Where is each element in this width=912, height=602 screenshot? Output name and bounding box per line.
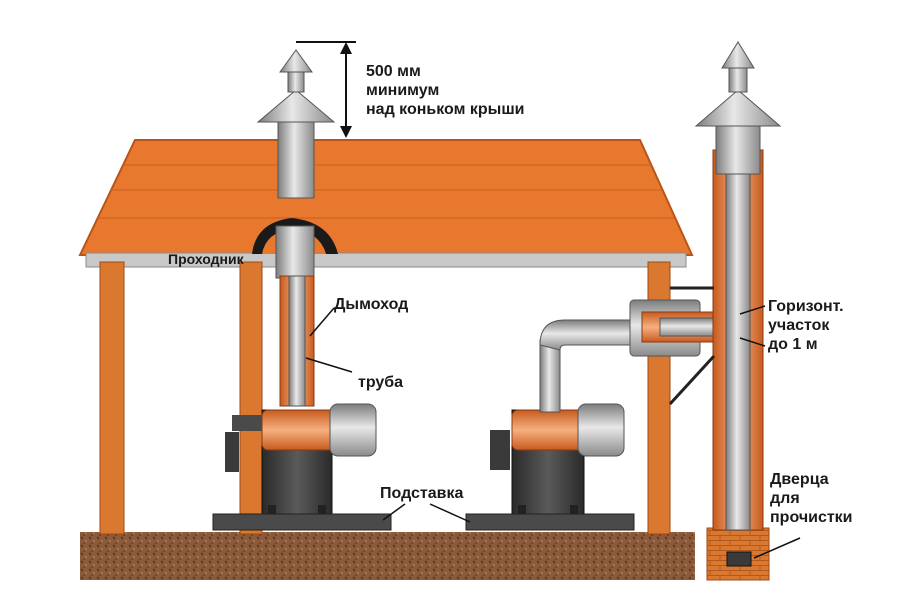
cleanout-door-label: Дверца для прочистки: [770, 470, 853, 527]
stand-leader-left: [382, 503, 406, 521]
cleanout-door: [726, 551, 752, 567]
leader-lines: [305, 305, 801, 559]
clearance-label-line3: над коньком крыши: [366, 101, 525, 118]
ground: [80, 532, 695, 580]
stand-right: [465, 513, 635, 531]
door-leader: [753, 537, 801, 559]
horizontal-leader-bottom: [739, 337, 766, 347]
left-stove: [225, 403, 377, 517]
clearance-label: 500 мм минимум над коньком крыши: [366, 62, 525, 119]
ceiling-beam: [85, 252, 687, 268]
door-label-line1: Дверца: [770, 471, 829, 488]
right-stove: [490, 403, 625, 517]
stand-left: [212, 513, 392, 531]
wall-brackets: [668, 286, 716, 406]
horizontal-label-line1: Горизонт.: [768, 298, 844, 315]
chimney-leader: [309, 307, 335, 337]
horizontal-label-line2: участок: [768, 317, 830, 334]
roof-passthrough: [252, 218, 338, 279]
post-left: [99, 261, 125, 535]
stand-label: Подставка: [380, 485, 464, 502]
chimney-label: Дымоход: [334, 296, 409, 313]
roof: [78, 139, 694, 268]
external-chimney: [694, 41, 782, 581]
right-flue-pipe: [539, 319, 641, 413]
horizontal-leader-top: [739, 305, 766, 315]
door-label-line2: для: [770, 490, 800, 507]
left-chimney-top: [256, 49, 336, 199]
clearance-label-line1: 500 мм: [366, 63, 421, 80]
door-label-line3: прочистки: [770, 509, 853, 526]
horizontal-section-label: Горизонт. участок до 1 м: [768, 297, 844, 354]
horizontal-label-line3: до 1 м: [768, 336, 818, 353]
pipe-label: труба: [358, 374, 404, 391]
clearance-label-line2: минимум: [366, 82, 440, 99]
post-center: [239, 261, 263, 535]
pipe-leader: [305, 357, 353, 373]
passthrough-label: Проходник: [168, 251, 244, 267]
stand-leader-right: [429, 503, 471, 523]
clearance-dimension-arrow: [296, 41, 356, 138]
left-chimney-pipe: [279, 275, 315, 407]
